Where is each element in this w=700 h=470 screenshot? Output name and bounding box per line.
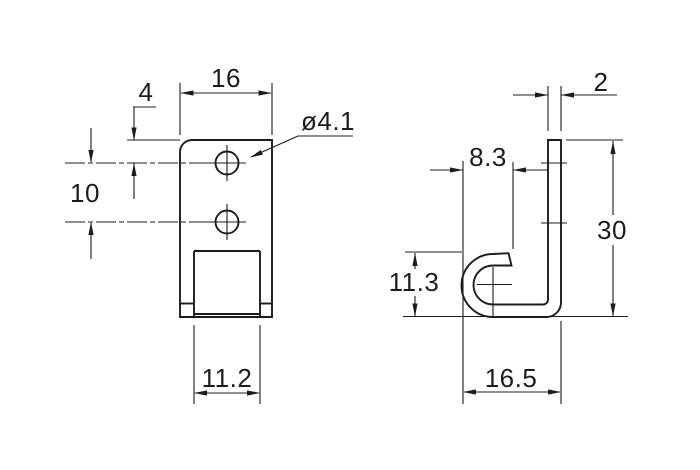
- arrow: [548, 389, 561, 395]
- arrow: [561, 92, 574, 98]
- arrow: [258, 90, 272, 96]
- arrow: [180, 90, 194, 96]
- arrow: [250, 149, 263, 158]
- arrow: [88, 222, 94, 235]
- dim-2-lines: [513, 86, 617, 131]
- arrowheads: [88, 90, 616, 396]
- arrow: [131, 163, 137, 176]
- arrow: [247, 390, 260, 396]
- front-view: [179, 139, 273, 318]
- arrow: [412, 253, 418, 266]
- arrow: [450, 167, 463, 173]
- arrow: [610, 303, 616, 317]
- arrow: [513, 167, 526, 173]
- hole-bottom-cross: [209, 204, 245, 240]
- dim-16-lines: [179, 83, 273, 135]
- dim-4-lines: [127, 106, 180, 199]
- bend-center-mark: [477, 267, 512, 316]
- dim-hook-offset-label: 8.3: [469, 142, 507, 172]
- hole-top-cross: [209, 145, 245, 181]
- dim-hole-diameter-label: ø4.1: [300, 106, 356, 136]
- dim-hole-spacing-label: 10: [70, 178, 100, 208]
- dim-thickness-label: 2: [593, 67, 609, 97]
- dim-dia-leader: [250, 135, 353, 158]
- arrow: [412, 303, 418, 317]
- arrow: [88, 150, 94, 163]
- arrow: [194, 390, 207, 396]
- arrow: [463, 389, 476, 395]
- dim-height-label: 30: [597, 215, 627, 245]
- dim-16-5-lines: [464, 321, 562, 404]
- arrow: [610, 141, 616, 154]
- dim-front-width-label: 16: [211, 63, 241, 93]
- dim-hook-height-label: 11.3: [388, 267, 440, 297]
- front-outline: [179, 139, 273, 318]
- centerlines: [65, 145, 246, 240]
- dim-8-3-lines: [430, 161, 548, 404]
- arrow: [131, 127, 137, 141]
- dim-hole-offset-label: 4: [138, 77, 154, 107]
- dim-slot-width-label: 11.2: [201, 363, 253, 393]
- arrow: [535, 92, 548, 98]
- dim-depth-label: 16.5: [484, 363, 538, 393]
